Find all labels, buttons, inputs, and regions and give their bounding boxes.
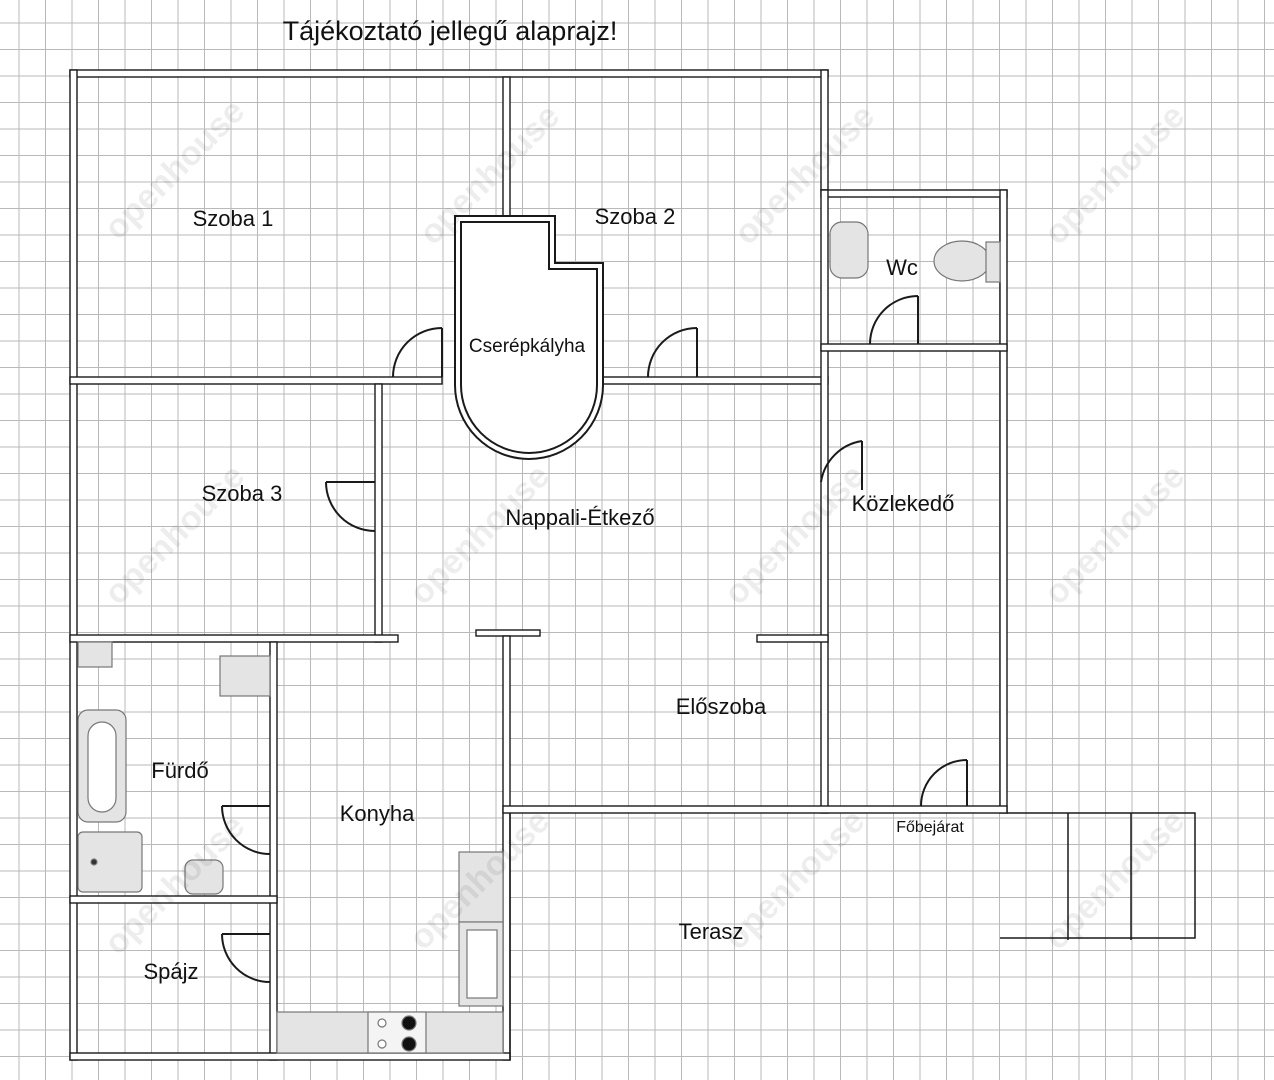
walls — [69, 69, 1008, 1061]
room-label-wc: Wc — [886, 255, 918, 280]
wall-stub-nappali — [475, 629, 541, 637]
wall-szoba1-bottom — [69, 376, 443, 385]
room-label-fobejarat: Főbejárat — [896, 819, 964, 836]
wall-right — [999, 189, 1008, 814]
room-label-nappali: Nappali-Étkező — [505, 505, 655, 530]
washing-machine-fixture — [219, 655, 271, 697]
room-label-terasz: Terasz — [678, 919, 744, 944]
doors — [221, 295, 968, 983]
wall-szoba3-bottom — [69, 634, 399, 643]
room-label-konyha: Konyha — [339, 801, 415, 826]
plan-title: Tájékoztató jellegű alaprajz! — [282, 16, 618, 46]
toilet-tank — [985, 241, 1001, 283]
furdo-shelf-fixture — [77, 641, 113, 668]
room-label-kozlekedo: Közlekedő — [851, 491, 955, 516]
wall-wc-bottom — [820, 343, 1008, 352]
stove-burner — [377, 1018, 387, 1028]
shower-drain — [90, 858, 98, 866]
door-szoba3 — [325, 481, 376, 532]
stove-fixture — [367, 1011, 427, 1054]
wall-outer-left — [69, 69, 78, 1061]
wall-szoba3-right — [374, 383, 383, 643]
door-furdo — [221, 805, 271, 855]
wall-wc-top — [820, 189, 1008, 198]
shower-tray-fixture — [77, 831, 143, 893]
wall-furdo-spajz — [69, 895, 278, 904]
wall-outer-top — [69, 69, 829, 78]
furdo-sink-fixture — [184, 859, 224, 895]
wall-furdo-konyha — [269, 641, 278, 1061]
room-label-szoba1: Szoba 1 — [192, 206, 274, 231]
room-label-cserepkalyha: Cserépkályha — [468, 336, 586, 357]
wc-sink-fixture — [829, 221, 869, 279]
door-spajz — [221, 933, 271, 983]
wall-stub-eloszoba — [756, 634, 829, 643]
wall-szoba2-bottom — [597, 376, 829, 385]
door-fobejarat — [920, 759, 968, 807]
kitchen-counter-fixture — [458, 851, 504, 923]
terasz-edges — [509, 812, 1196, 1060]
cserepkalyha-outline — [456, 217, 602, 458]
stove-burner — [401, 1036, 417, 1052]
room-label-furdo: Fürdő — [151, 758, 209, 783]
room-label-szoba3: Szoba 3 — [201, 481, 283, 506]
terasz-outline — [509, 812, 1196, 1060]
door-szoba2 — [647, 327, 698, 378]
door-szoba1 — [392, 327, 443, 378]
stove-burner — [377, 1039, 387, 1049]
kitchen-sink-basin — [466, 929, 498, 999]
wall-eloszoba-bottom — [502, 805, 1008, 814]
bathtub-inner — [87, 721, 117, 813]
door-wc — [869, 295, 919, 345]
room-label-spajz: Spájz — [143, 959, 199, 984]
wall-outer-bottom — [69, 1052, 511, 1061]
fixtures — [77, 221, 1001, 1054]
room-label-eloszoba: Előszoba — [675, 694, 767, 719]
toilet-fixture — [933, 240, 991, 282]
room-label-szoba2: Szoba 2 — [594, 204, 676, 229]
door-kozlekedo — [820, 440, 863, 490]
stove-burner — [401, 1015, 417, 1031]
